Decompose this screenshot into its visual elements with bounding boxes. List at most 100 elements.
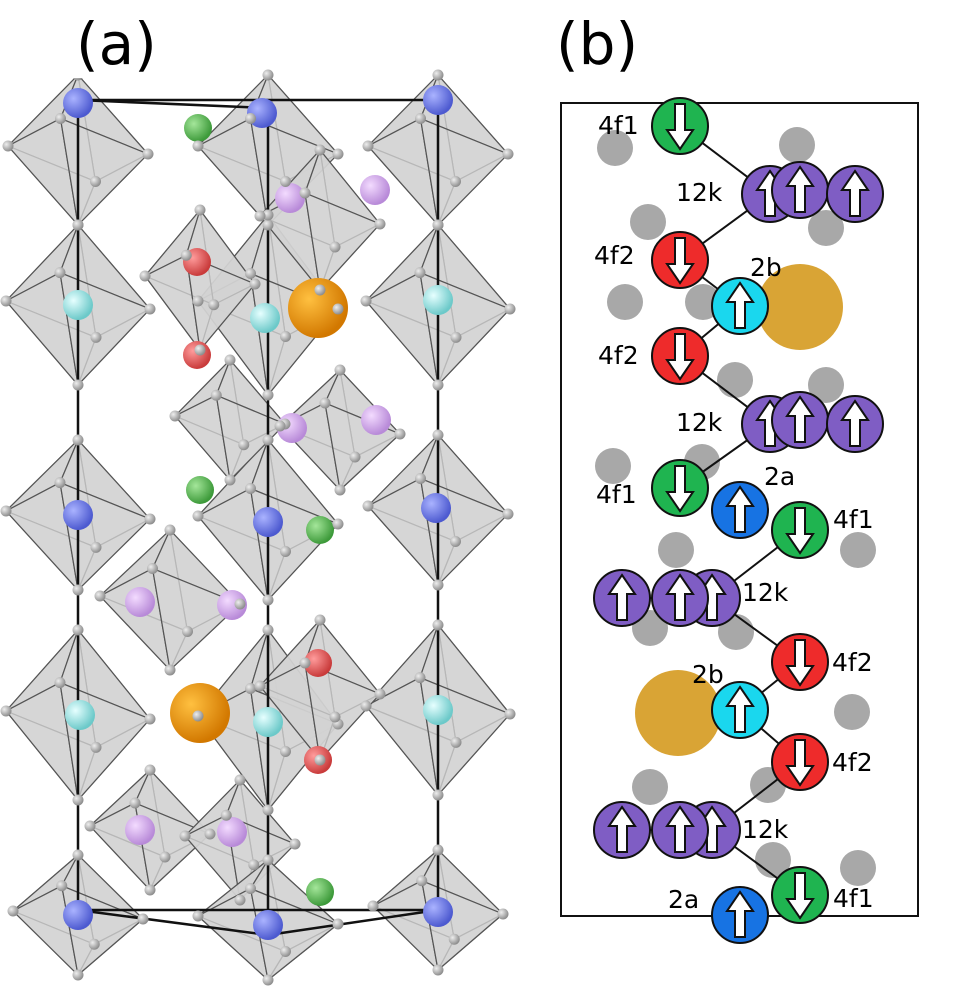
oxygen-atom bbox=[164, 524, 176, 536]
arrow-up-icon bbox=[785, 165, 815, 213]
panel-b-label: (b) bbox=[556, 10, 638, 78]
oxygen-atom bbox=[192, 140, 204, 152]
oxygen-atom bbox=[144, 513, 156, 525]
arrow-up-icon bbox=[840, 399, 870, 447]
oxygen-projection bbox=[717, 362, 753, 398]
fe-atom-12k bbox=[217, 590, 247, 620]
oxygen-atom bbox=[192, 295, 204, 307]
oxygen-projection bbox=[607, 284, 643, 320]
oxygen-atom bbox=[314, 284, 326, 296]
oxygen-atom bbox=[192, 910, 204, 922]
oxygen-atom bbox=[262, 69, 274, 81]
fe-atom-12k bbox=[217, 817, 247, 847]
fe-atom-2a bbox=[63, 500, 93, 530]
oxygen-atom bbox=[432, 579, 444, 591]
oxygen-projection bbox=[840, 850, 876, 886]
site-label-4f2: 4f2 bbox=[832, 648, 873, 677]
oxygen-atom bbox=[502, 508, 514, 520]
spin-site-12k bbox=[593, 569, 651, 627]
coordination-octahedron bbox=[258, 617, 382, 763]
arrow-down-icon bbox=[665, 465, 695, 513]
oxygen-atom bbox=[224, 354, 236, 366]
oxygen-atom bbox=[332, 148, 344, 160]
oxygen-atom bbox=[179, 830, 191, 842]
oxygen-atom bbox=[262, 209, 274, 221]
oxygen-atom bbox=[72, 379, 84, 391]
spin-site-4f1 bbox=[771, 501, 829, 559]
oxygen-atom bbox=[72, 584, 84, 596]
fe-atom-2a bbox=[423, 897, 453, 927]
spin-site-2b bbox=[711, 277, 769, 335]
arrow-up-icon bbox=[725, 890, 755, 938]
oxygen-atom bbox=[192, 510, 204, 522]
oxygen-atom bbox=[314, 754, 326, 766]
oxygen-projection bbox=[658, 532, 694, 568]
oxygen-atom bbox=[374, 688, 386, 700]
coordination-octahedron bbox=[364, 222, 512, 388]
site-labels: 4f1 12k 4f2 2b 4f2 12k 4f1 2a 4f1 12k 2b… bbox=[594, 111, 874, 914]
oxygen-atom bbox=[224, 474, 236, 486]
oxygen-atom bbox=[0, 705, 12, 717]
oxygen-atom bbox=[280, 946, 291, 957]
oxygen-atom bbox=[144, 764, 156, 776]
oxygen-atom bbox=[504, 303, 516, 315]
sr-atom-projection bbox=[757, 264, 843, 350]
arrow-up-icon bbox=[607, 805, 637, 853]
site-label-4f1: 4f1 bbox=[598, 111, 639, 140]
oxygen-atom bbox=[367, 900, 379, 912]
arrow-up-icon bbox=[725, 281, 755, 329]
fe-atom-2a bbox=[63, 900, 93, 930]
polyhedron-face bbox=[304, 192, 382, 292]
fe-atom-12k bbox=[360, 175, 390, 205]
oxygen-atom bbox=[334, 484, 346, 496]
fe-atom-12k bbox=[275, 183, 305, 213]
oxygen-atom bbox=[414, 267, 426, 279]
spin-site-12k bbox=[771, 391, 829, 449]
fe-atom-2a bbox=[253, 910, 283, 940]
oxygen-atom bbox=[497, 908, 509, 920]
oxygen-atom bbox=[0, 295, 12, 307]
fe-atom-2a bbox=[63, 88, 93, 118]
oxygen-atom bbox=[450, 736, 462, 748]
oxygen-atom bbox=[210, 389, 222, 401]
oxygen-atom bbox=[72, 849, 84, 861]
oxygen-atom bbox=[332, 918, 344, 930]
oxygen-atom bbox=[450, 331, 462, 343]
fe-atom-4f2 bbox=[304, 649, 332, 677]
oxygen-atom bbox=[54, 267, 66, 279]
oxygen-atom bbox=[194, 344, 206, 356]
oxygen-atom bbox=[432, 69, 444, 81]
oxygen-atom bbox=[432, 619, 444, 631]
oxygen-atom bbox=[329, 711, 341, 723]
oxygen-atom bbox=[504, 708, 516, 720]
fe-atom-4f2 bbox=[183, 341, 211, 369]
oxygen-atom bbox=[164, 664, 176, 676]
oxygen-projection bbox=[597, 130, 633, 166]
oxygen-atom bbox=[55, 113, 66, 124]
oxygen-projection bbox=[834, 694, 870, 730]
arrow-down-icon bbox=[785, 739, 815, 787]
oxygen-atom bbox=[2, 140, 14, 152]
spin-site-4f1 bbox=[771, 866, 829, 924]
oxygen-atom bbox=[262, 974, 274, 986]
oxygen-projection bbox=[595, 448, 631, 484]
arrow-up-icon bbox=[785, 395, 815, 443]
oxygen-atom bbox=[144, 884, 156, 896]
spin-site-2a bbox=[711, 886, 769, 944]
oxygen-atom bbox=[349, 451, 361, 463]
arrow-down-icon bbox=[665, 237, 695, 285]
site-label-12k: 12k bbox=[676, 178, 723, 207]
oxygen-atom bbox=[72, 434, 84, 446]
fe-atom-2b bbox=[253, 707, 283, 737]
oxygen-atom bbox=[142, 148, 154, 160]
arrow-up-icon bbox=[725, 485, 755, 533]
oxygen-atom bbox=[248, 859, 260, 871]
sr-atom bbox=[288, 278, 348, 338]
spin-site-12k bbox=[771, 161, 829, 219]
oxygen-atom bbox=[194, 204, 206, 216]
oxygen-atom bbox=[450, 536, 461, 547]
polyhedron-face bbox=[419, 117, 510, 227]
panel-a-label: (a) bbox=[76, 10, 157, 78]
oxygen-atom bbox=[262, 624, 274, 636]
site-label-4f2: 4f2 bbox=[594, 241, 635, 270]
